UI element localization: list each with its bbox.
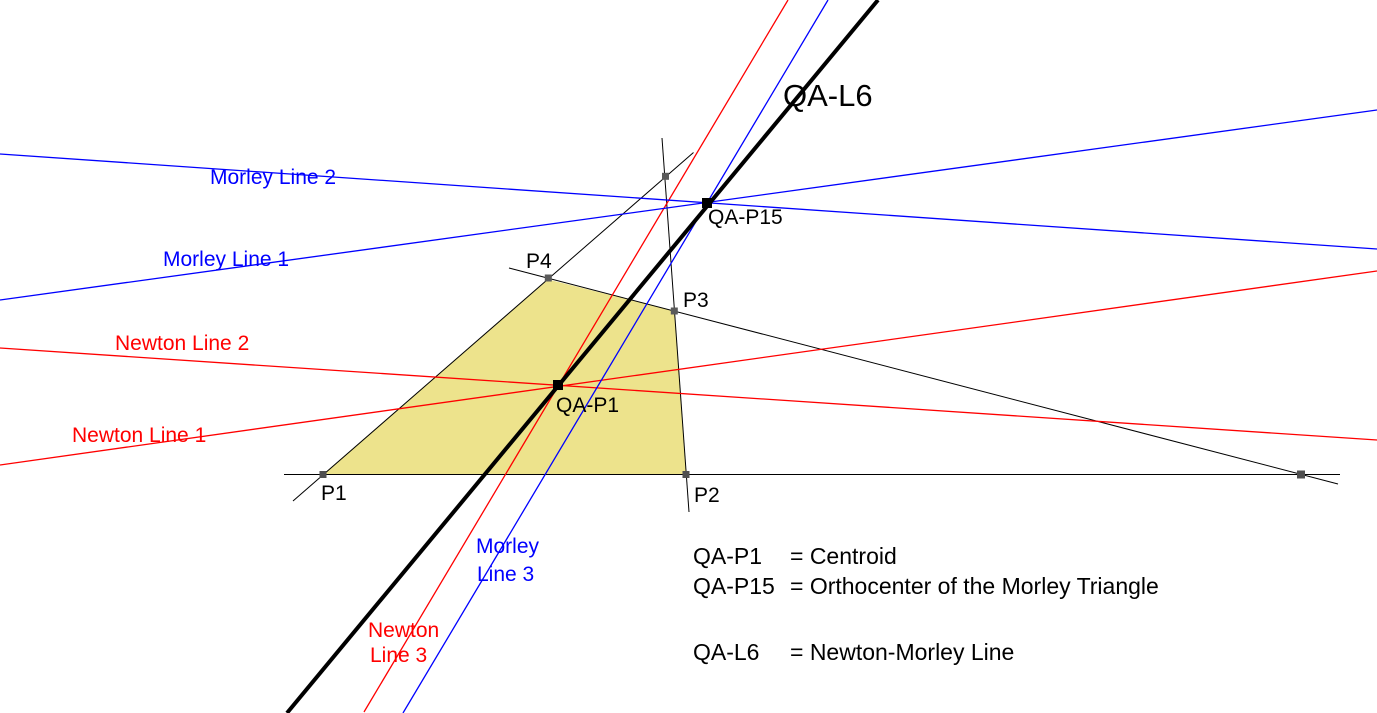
newton-line-3 — [363, 0, 789, 713]
qa-l6-newton-morley-line — [285, 0, 880, 713]
newton-line-2 — [0, 347, 1377, 441]
qa-l6-label: QA-L6 — [783, 78, 873, 113]
quadrilateral-fill — [323, 279, 686, 475]
newton-line-1-label: Newton Line 1 — [72, 424, 206, 447]
morley-line-3 — [402, 0, 829, 713]
p3-label: P3 — [683, 289, 709, 312]
point-p2 — [682, 471, 690, 478]
point-intersection-p1p2-p3p4 — [1297, 470, 1305, 479]
morley-line-1-label: Morley Line 1 — [163, 248, 289, 271]
newton-line-2-label: Newton Line 2 — [115, 332, 249, 355]
newton-line-3-label-line2: Line 3 — [370, 644, 427, 667]
p4-label: P4 — [526, 250, 552, 273]
newton-line-3-label-line1: Newton — [368, 619, 439, 642]
p1-label: P1 — [321, 482, 347, 505]
p2-label: P2 — [694, 484, 720, 507]
morley-line-1 — [0, 109, 1377, 301]
point-p3 — [670, 307, 678, 315]
qa-p1-label: QA-P1 — [556, 394, 619, 417]
point-p4 — [544, 274, 552, 282]
line-p1-p4-extended — [292, 152, 694, 502]
morley-line-3-label-line2: Line 3 — [477, 563, 534, 586]
morley-line-2-label: Morley Line 2 — [210, 166, 336, 189]
morley-line-3-label-line1: Morley — [476, 535, 540, 558]
qa-p15-label: QA-P15 — [708, 206, 783, 229]
point-p1 — [319, 471, 327, 478]
point-intersection-p1p4-p2p3 — [662, 172, 669, 180]
point-qa-p15 — [702, 198, 712, 208]
morley-line-2 — [0, 153, 1377, 250]
newton-line-1 — [0, 270, 1377, 466]
point-qa-p1 — [553, 380, 563, 390]
